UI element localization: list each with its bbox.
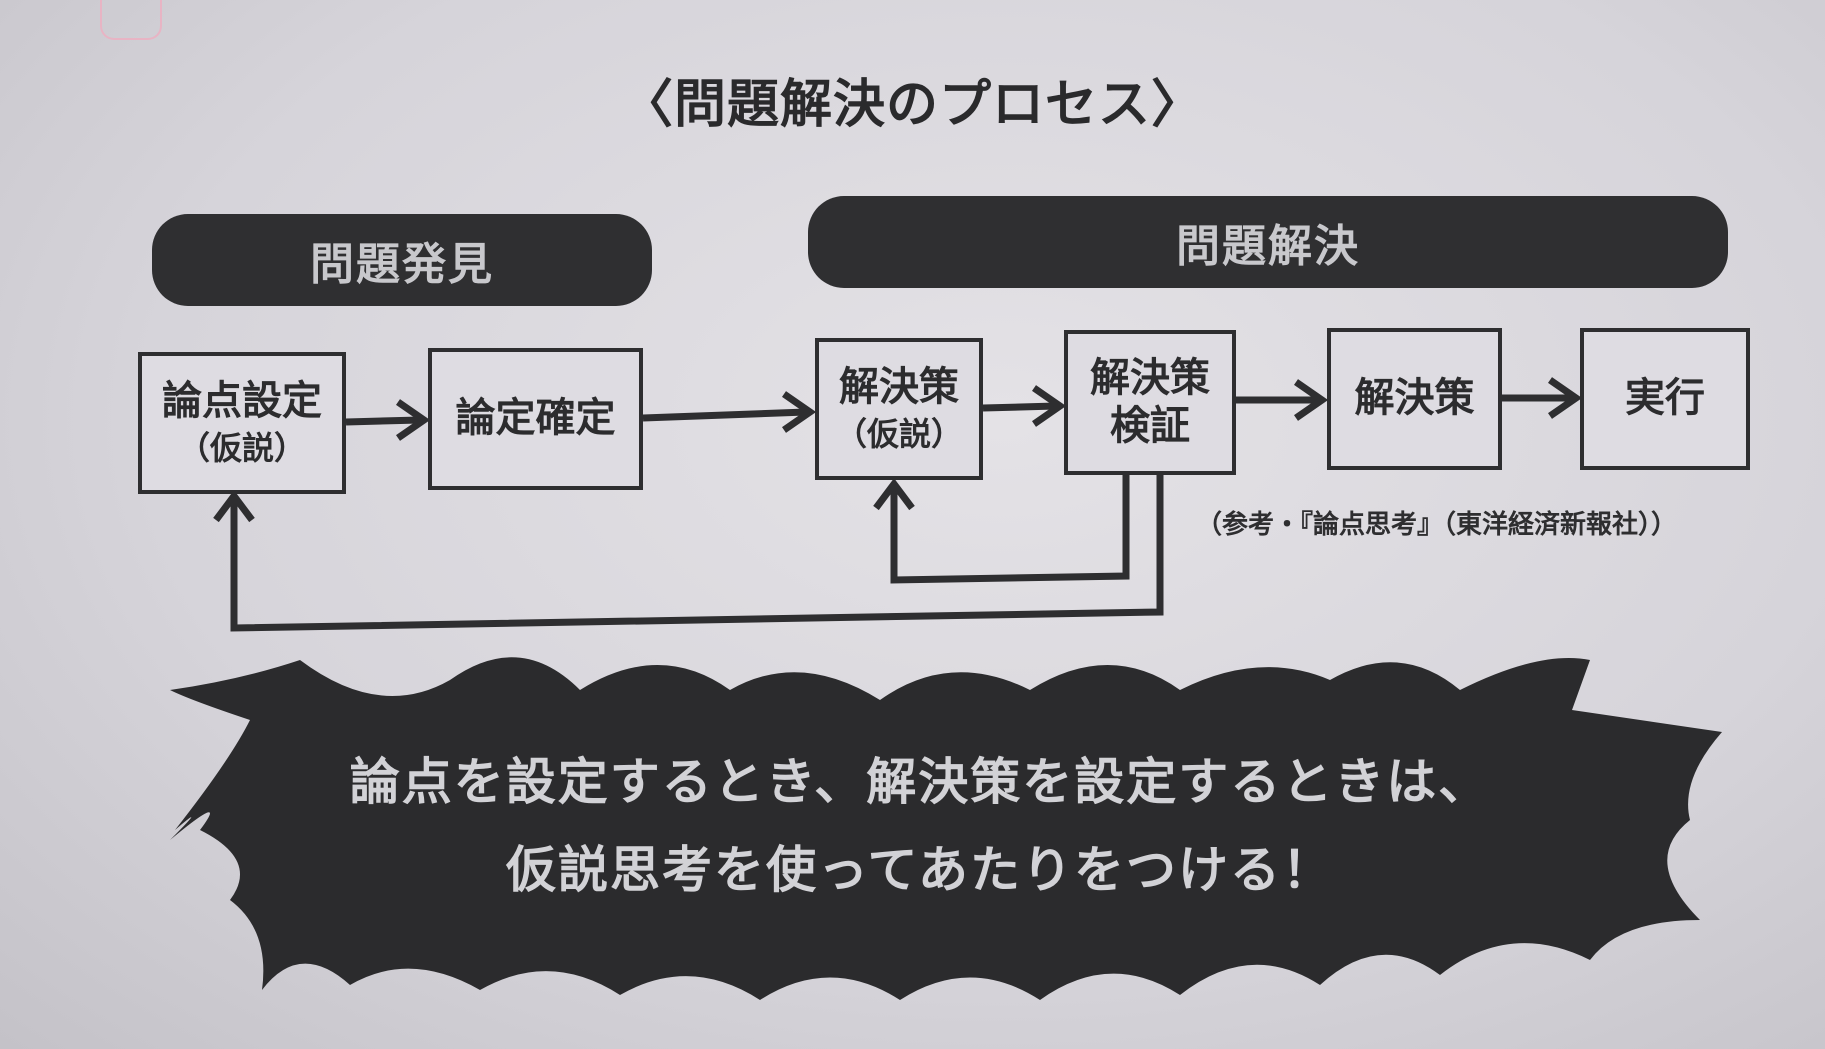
phase-band-problem-solving: 問題解決 — [808, 196, 1728, 288]
arrowhead-step3 — [782, 391, 817, 433]
corner-stamp-mark — [100, 0, 162, 40]
step-box-solution-verification: 解決策 検証 — [1064, 330, 1236, 475]
feedback-arrowhead-solution-hypothesis — [873, 478, 915, 511]
arrowhead-step2 — [396, 399, 431, 441]
arrowhead-step4 — [1032, 385, 1067, 427]
callout-line-1: 論点を設定するとき、解決策を設定するときは、 — [349, 753, 1491, 811]
step-sublabel: （仮説） — [177, 429, 306, 468]
step-box-solution: 解決策 — [1327, 328, 1502, 470]
source-citation: （参考・『論点思考』（東洋経済新報社）） — [1196, 510, 1678, 540]
arrow-step3-to-step4 — [982, 402, 1057, 412]
step-label: 論点設定 — [162, 378, 322, 425]
step-label: 論定確定 — [455, 395, 616, 442]
step-box-issue-setting: 論点設定 （仮説） — [138, 352, 346, 494]
feedback-loop-to-solution-hypothesis — [890, 475, 1130, 584]
step-box-execution: 実行 — [1580, 328, 1750, 470]
feedback-loop-to-issue-setting — [230, 475, 1164, 632]
step-box-solution-hypothesis: 解決策 （仮説） — [815, 338, 983, 480]
step-label: 実行 — [1625, 375, 1705, 422]
phase-label-problem-discovery: 問題発見 — [310, 239, 494, 290]
callout-line-2: 仮説思考を使ってあたりをつける！ — [506, 841, 1334, 899]
step-box-issue-confirmation: 論定確定 — [428, 348, 643, 490]
arrowhead-step6 — [1548, 377, 1583, 419]
phase-label-problem-solving: 問題解決 — [1176, 221, 1360, 272]
step-label: 解決策 検証 — [1090, 355, 1210, 449]
diagram-title: 〈問題解決のプロセス〉 — [620, 75, 1204, 135]
step-label: 解決策 — [839, 364, 959, 411]
arrowhead-step5 — [1294, 379, 1329, 421]
callout-message: 論点を設定するとき、解決策を設定するときは、 仮説思考を使ってあたりをつける！ — [240, 738, 1600, 914]
arrow-step2-to-step3 — [642, 408, 807, 422]
feedback-arrowhead-issue-setting — [213, 490, 255, 523]
step-sublabel: （仮説） — [834, 415, 963, 454]
phase-band-problem-discovery: 問題発見 — [152, 214, 652, 306]
arrow-step1-to-step2 — [345, 416, 421, 426]
step-label: 解決策 — [1354, 375, 1475, 422]
